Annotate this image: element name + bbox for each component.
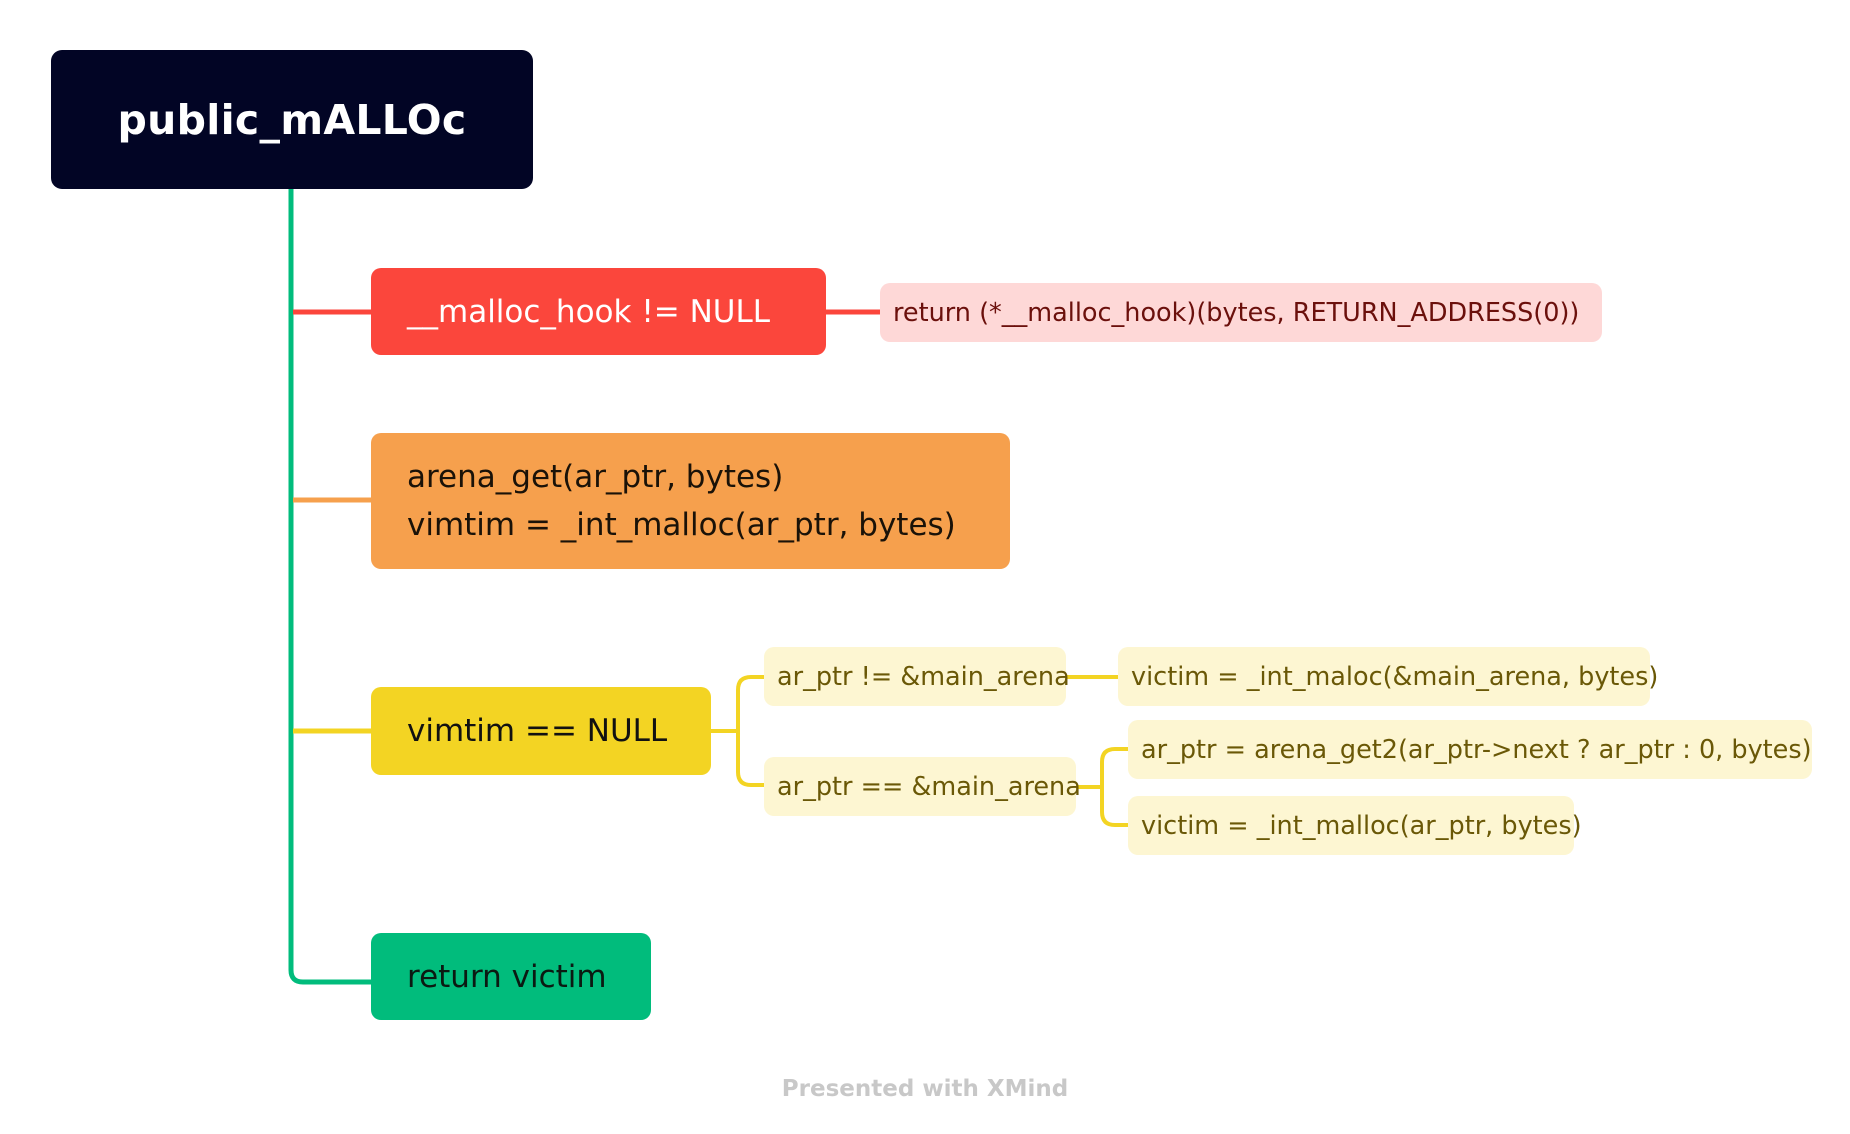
is-main-arena-label: ar_ptr == &main_arena [777,771,1081,802]
is-main-arena-node[interactable]: ar_ptr == &main_arena [764,757,1081,816]
hook-return-node[interactable]: return (*__malloc_hook)(bytes, RETURN_AD… [880,283,1602,342]
vimtim-null-node[interactable]: vimtim == NULL [371,687,711,775]
arena-get2-node[interactable]: ar_ptr = arena_get2(ar_ptr->next ? ar_pt… [1128,720,1812,779]
xmind-watermark: Presented with XMind [781,1076,1069,1102]
vimtim-null-label: vimtim == NULL [407,713,668,749]
root-node[interactable]: public_mALLOc [51,50,533,189]
return-victim-node[interactable]: return victim [371,933,651,1020]
return-victim-label: return victim [407,958,607,995]
malloc-hook-label: __malloc_hook != NULL [407,293,770,330]
victim-int-malloc-label: victim = _int_malloc(ar_ptr, bytes) [1141,810,1582,841]
is-main-bracket-connector [1100,747,1128,827]
arena-get-line-1: arena_get(ar_ptr, bytes) [407,459,784,495]
root-label: public_mALLOc [117,95,467,144]
victim-int-malloc-node[interactable]: victim = _int_malloc(ar_ptr, bytes) [1128,796,1582,855]
malloc-hook-node[interactable]: __malloc_hook != NULL [371,268,826,355]
victim-main-arena-node[interactable]: victim = _int_maloc(&main_arena, bytes) [1118,647,1659,706]
victim-main-arena-label: victim = _int_maloc(&main_arena, bytes) [1131,661,1659,692]
hook-return-label: return (*__malloc_hook)(bytes, RETURN_AD… [893,297,1580,328]
arena-get-line-2: vimtim = _int_malloc(ar_ptr, bytes) [407,507,956,543]
not-main-arena-node[interactable]: ar_ptr != &main_arena [764,647,1070,706]
trunk-connector [288,186,374,985]
not-main-arena-label: ar_ptr != &main_arena [777,661,1070,692]
arena-get2-label: ar_ptr = arena_get2(ar_ptr->next ? ar_pt… [1141,734,1812,765]
arena-get-node[interactable]: arena_get(ar_ptr, bytes) vimtim = _int_m… [371,433,1010,569]
null-bracket-connector [736,675,764,787]
